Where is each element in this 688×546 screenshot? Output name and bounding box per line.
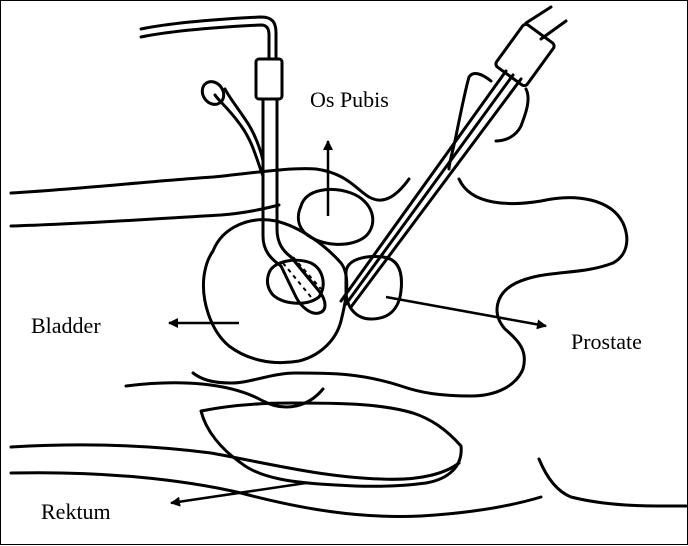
catheter-dashed-segment	[283, 257, 321, 297]
catheter-tube-top	[141, 17, 276, 59]
catheter-tip	[281, 257, 325, 313]
label-os-pubis: Os Pubis	[310, 89, 389, 111]
arrow-prostate	[386, 297, 546, 326]
resectoscope-lower-line	[351, 79, 521, 307]
label-prostate: Prostate	[571, 331, 642, 353]
abdominal-outline	[193, 179, 627, 396]
catheter-shaft-inner	[277, 99, 291, 257]
upper-body-contour-lower	[11, 205, 279, 226]
catheter-tube-top-inner	[141, 25, 269, 59]
bladder-shape	[203, 220, 346, 363]
upper-body-contour	[11, 169, 409, 200]
label-rektum: Rektum	[41, 501, 111, 523]
catheter-connector	[256, 59, 282, 99]
resectoscope-handle-right	[496, 89, 528, 141]
resectoscope-eyepiece-cap	[526, 7, 566, 39]
lower-right-contour	[539, 459, 686, 506]
label-bladder: Bladder	[31, 315, 101, 337]
arrow-rektum	[171, 483, 306, 503]
resectoscope-eyepiece	[494, 23, 555, 87]
